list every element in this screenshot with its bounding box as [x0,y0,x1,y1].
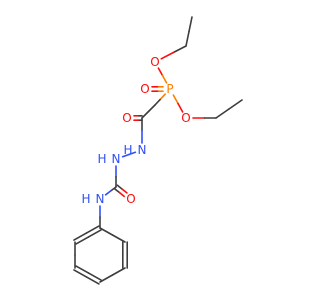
bond-C14-C9-b [99,227,114,236]
bond-C2-O1-a [172,45,187,54]
hydrogen-label-n2: H [97,152,106,166]
atom-label-n3: N [96,192,105,206]
bond-P1-O3-a [172,94,179,105]
atom-label-o5: O [126,192,135,206]
bond-P1-C5-a [159,93,167,101]
atom-label-o4: O [122,111,131,125]
bond-C3-C4-b [228,99,243,110]
atom-label-o3: O [181,111,190,125]
bond-C9-C10-2-a [87,229,102,238]
bond-C11-C12-1-a [73,269,88,278]
bond-C9-C10-1-a [85,225,100,234]
bond-C9-C10-1-b [73,232,88,241]
hydrogen-label-n3: H [81,192,90,206]
bond-N1-N2-b [121,153,130,158]
bond-P1-O3-b [177,102,184,113]
atom-label-p1: P [166,82,173,96]
hydrogen-label-n1: H [123,143,132,157]
bond-C8-N3-b [104,190,112,196]
bond-C1-C2-b [185,30,190,47]
bond-C12-C13-b [111,267,126,276]
atom-label-n2: N [112,152,121,166]
bond-C2-O1-b [160,51,175,60]
bond-O1-P1-b [161,74,168,84]
bond-O1-P1-a [157,67,164,77]
bond-C3-C4-a [215,108,230,119]
bond-N1-N2-a [128,151,137,156]
bond-P1-C5-b [154,98,161,106]
bonds-layer [73,16,243,285]
atom-label-o2: O [140,82,149,96]
bond-C8-O5-1-b [118,191,125,198]
bond-C8-N3-a [110,186,117,192]
bond-C8-O5-2-b [121,188,128,194]
bond-C11-C12-1-b [85,276,100,285]
bond-C8-O5-1-a [113,187,121,194]
bond-C9-C10-2-b [75,236,90,245]
bond-C14-C9-a [111,234,126,243]
bond-C11-C12-2-a [75,265,90,274]
atom-label-o1: O [150,55,159,69]
bond-C12-C13-a [99,274,114,283]
bond-C8-O5-2-a [116,184,123,190]
bond-C11-C12-2-b [87,272,102,281]
bond-C5-C6-b [141,110,150,119]
bond-C5-C6-a [147,104,156,113]
bond-C1-C2-a [188,16,193,33]
atom-label-n1: N [138,143,147,157]
